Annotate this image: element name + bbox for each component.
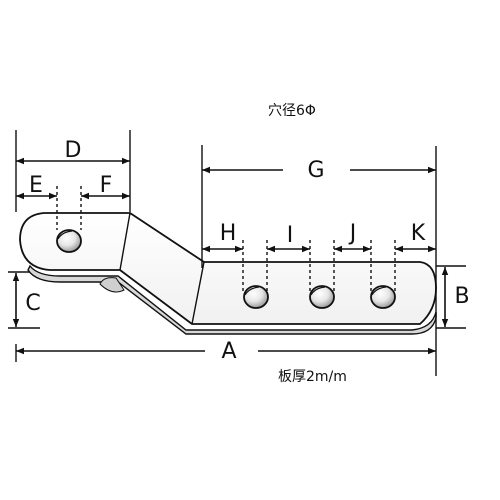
dimension-labels: D E F G H I J K C B A xyxy=(25,138,469,364)
label-f: F xyxy=(100,173,113,198)
hole-4 xyxy=(370,285,396,309)
bend-shadow xyxy=(99,277,125,293)
label-k: K xyxy=(411,221,426,246)
bend-line-right xyxy=(191,261,205,325)
label-j: J xyxy=(348,221,357,246)
plate-thickness-note: 板厚2m/m xyxy=(278,369,347,385)
label-i: I xyxy=(287,223,294,248)
label-h: H xyxy=(220,221,237,246)
hole-2 xyxy=(243,285,269,309)
extension-lines xyxy=(8,130,466,376)
hole-diameter-note: 穴径6Φ xyxy=(268,103,316,119)
hole-1 xyxy=(56,229,82,253)
label-b: B xyxy=(454,284,469,309)
label-c: C xyxy=(25,291,40,316)
bend-line-left xyxy=(119,212,131,271)
label-g: G xyxy=(307,158,324,183)
label-d: D xyxy=(65,138,82,163)
label-a: A xyxy=(221,339,236,364)
hole-3 xyxy=(309,285,335,309)
holes xyxy=(56,229,396,309)
dimension-lines xyxy=(12,157,449,355)
label-e: E xyxy=(29,173,43,198)
